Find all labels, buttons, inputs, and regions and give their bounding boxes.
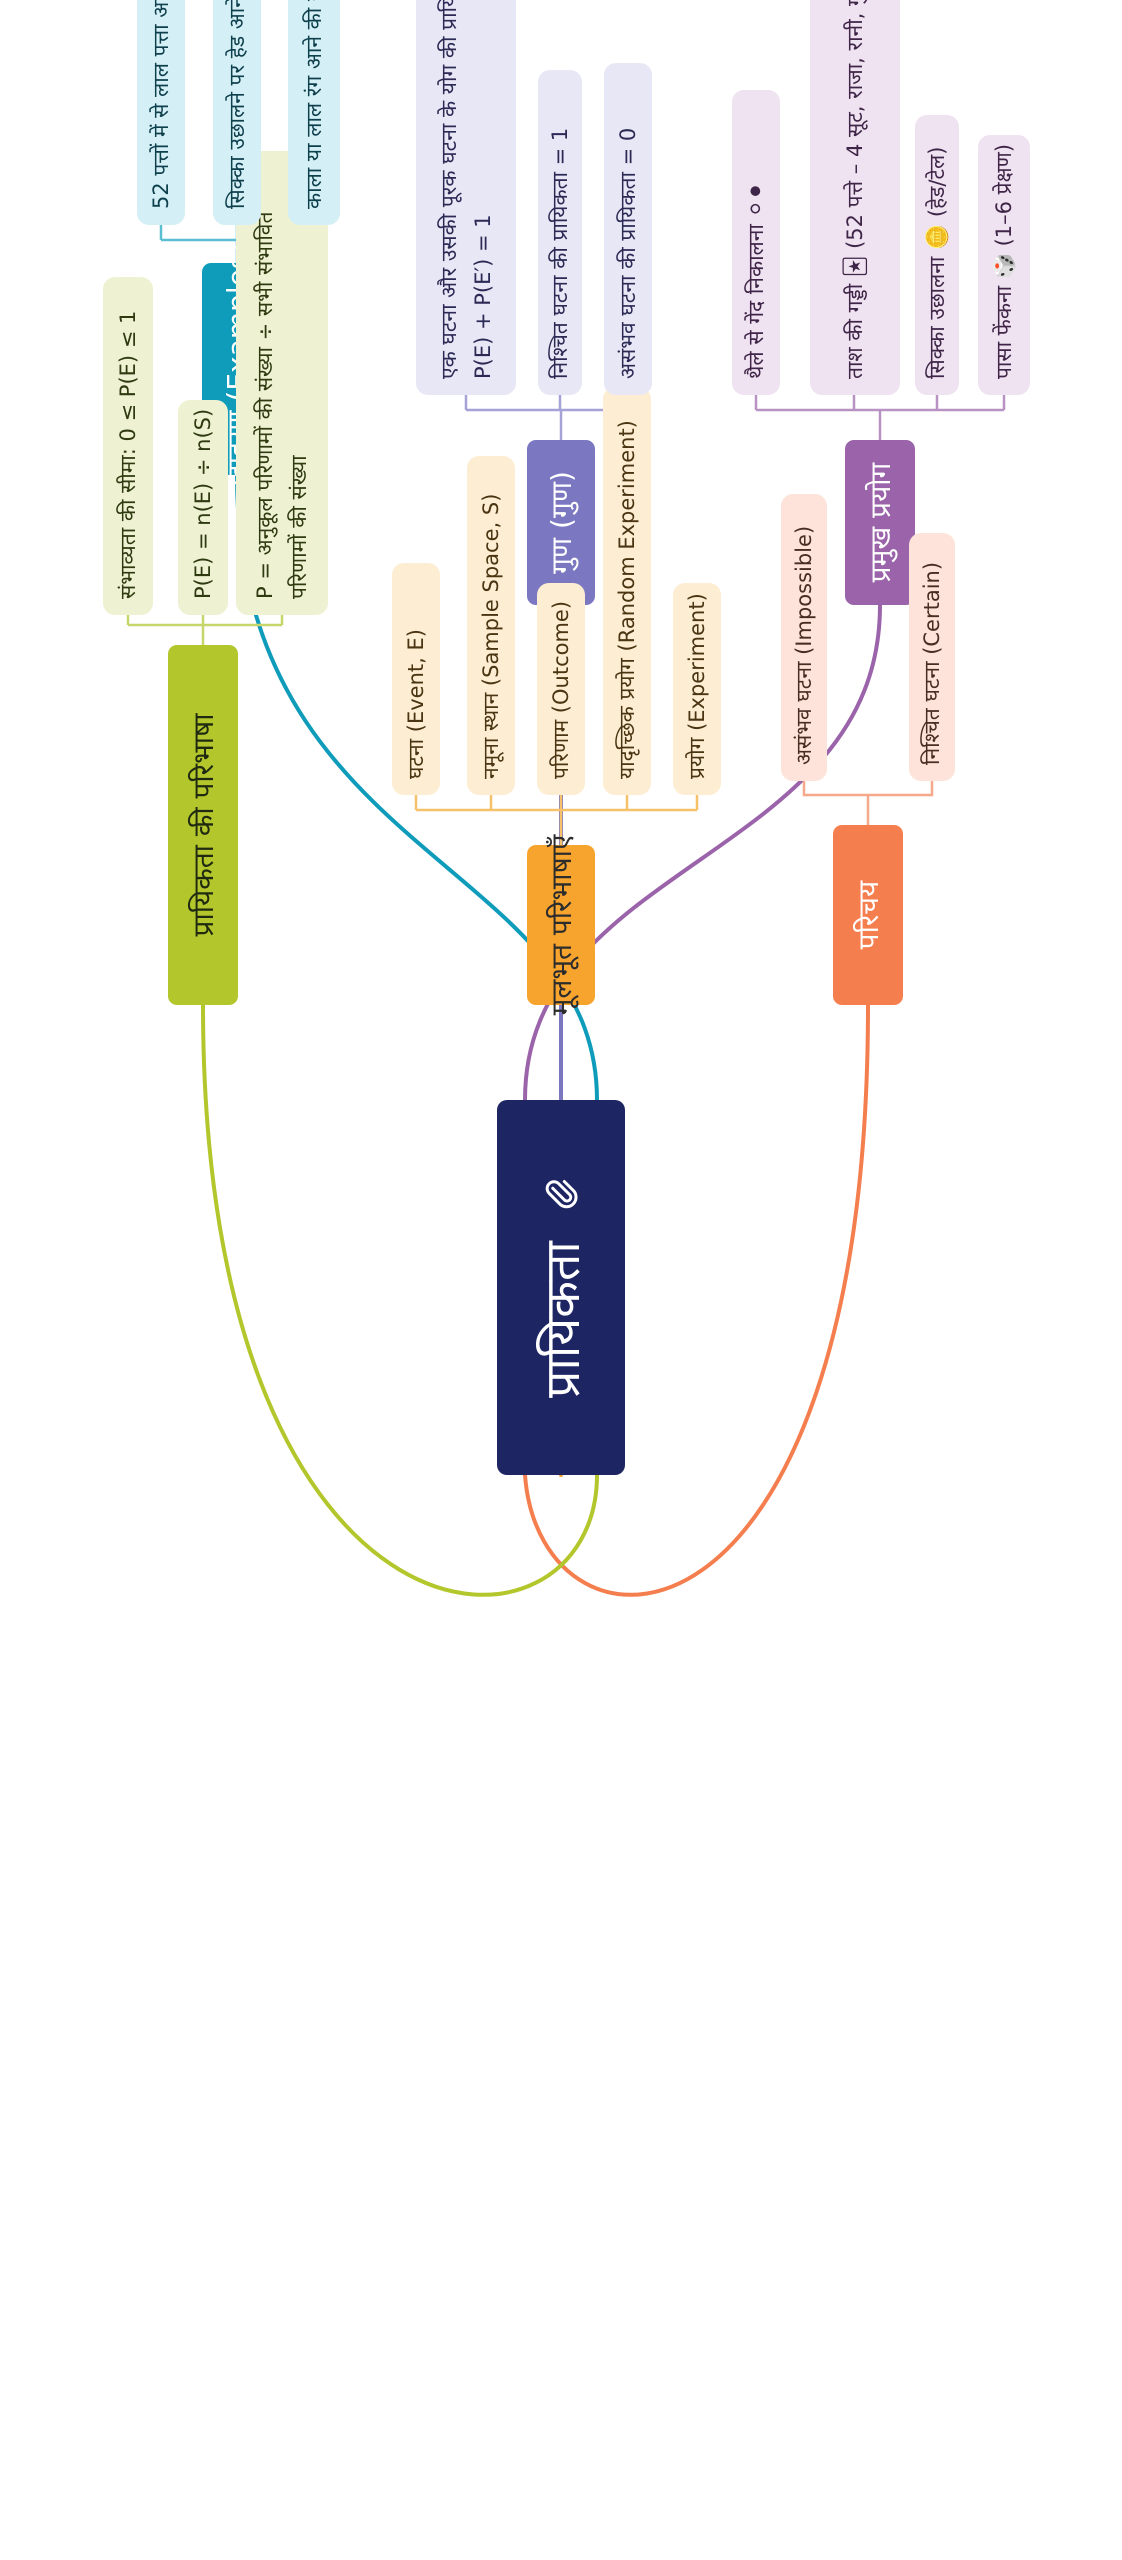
- branch-intro-label: परिचय: [852, 880, 885, 950]
- link-center-experiments: [523, 603, 882, 1102]
- leaf-certain-probability[interactable]: निश्चित घटना की प्रायिकता = 1: [538, 70, 582, 395]
- branch-basic-definitions[interactable]: मूलभूत परिभाषाएँ: [527, 835, 595, 1015]
- leaf-certain-event[interactable]: निश्चित घटना (Certain): [909, 533, 955, 781]
- leaf-coin-toss[interactable]: सिक्का उछालना 🪙 (हेड/टेल): [915, 115, 959, 395]
- link-center-examples: [235, 473, 599, 1102]
- leaf-deck-of-cards[interactable]: ताश की गड्डी 🃏 (52 पत्ते – 4 सूट, राजा, …: [810, 0, 900, 395]
- branch-basic-label: मूलभूत परिभाषाएँ: [545, 834, 578, 1016]
- branch-properties[interactable]: गुण (गुण): [527, 440, 595, 605]
- paperclip-icon: [545, 1180, 578, 1209]
- link-center-intro: [523, 1003, 870, 1597]
- leaf-ball-from-bag[interactable]: थैले से गेंद निकालना ⚪⚫: [732, 90, 780, 395]
- leaf-sample-space[interactable]: नमूना स्थान (Sample Space, S): [467, 456, 515, 795]
- center-node[interactable]: प्रायिकता: [497, 1100, 625, 1475]
- leaf-impossible-probability[interactable]: असंभव घटना की प्रायिकता = 0: [604, 63, 652, 395]
- leaf-dice-roll[interactable]: पासा फेंकना 🎲 (1–6 प्रेक्षण): [978, 135, 1030, 395]
- branch-intro[interactable]: परिचय: [833, 825, 903, 1005]
- branch-probability-definition[interactable]: प्रायिकता की परिभाषा: [168, 645, 238, 1005]
- leaf-example-coin[interactable]: सिक्का उछालने पर हेड आने की संभावना (1/2…: [213, 0, 261, 225]
- leaf-probability-range[interactable]: संभाव्यता की सीमा: 0 ≤ P(E) ≤ 1: [103, 277, 153, 615]
- center-title: प्रायिकता: [534, 1241, 591, 1398]
- branch-main-experiments[interactable]: प्रमुख प्रयोग: [845, 440, 915, 605]
- link-center-definition: [201, 1003, 599, 1597]
- leaf-random-experiment[interactable]: यादृच्छिक प्रयोग (Random Experiment): [603, 387, 651, 795]
- leaf-probability-notation[interactable]: P(E) = n(E) ÷ n(S): [178, 400, 228, 615]
- leaf-example-cards[interactable]: 52 पत्तों में से लाल पत्ता आने की संभावन…: [137, 0, 185, 225]
- leaf-example-color[interactable]: काला या लाल रंग आने की संभावना (1/6): [288, 0, 340, 225]
- branch-properties-label: गुण (गुण): [545, 471, 578, 574]
- leaf-experiment[interactable]: प्रयोग (Experiment): [673, 583, 721, 795]
- leaf-event[interactable]: घटना (Event, E): [392, 563, 440, 795]
- branch-definition-label: प्रायिकता की परिभाषा: [187, 713, 220, 937]
- branch-experiments-label: प्रमुख प्रयोग: [864, 462, 897, 583]
- leaf-complement-rule[interactable]: एक घटना और उसकी पूरक घटना के योग की प्रा…: [416, 0, 516, 395]
- leaf-impossible-event[interactable]: असंभव घटना (Impossible): [781, 494, 827, 781]
- leaf-outcome[interactable]: परिणाम (Outcome): [537, 583, 585, 795]
